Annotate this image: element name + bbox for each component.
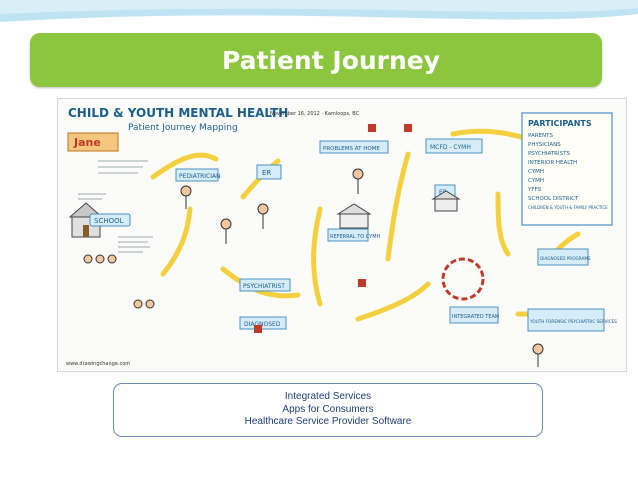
participant-item: CHILDREN & YOUTH & FAMILY PRACTICE — [528, 205, 608, 210]
participant-item: PARENTS — [528, 133, 553, 139]
stage-school-label: SCHOOL — [94, 217, 124, 225]
participant-item: CYMH — [528, 178, 544, 184]
slide-title-bar: Patient Journey — [30, 33, 602, 87]
stage-integrated-team: INTEGRATED TEAM — [452, 314, 499, 320]
cycle-loop-icon — [441, 257, 485, 301]
stage-mcfd: MCFD - CYMH — [430, 144, 471, 151]
stage-school — [89, 213, 131, 227]
people-icons — [83, 168, 544, 367]
stage-programs: DIAGNOSED PROGRAMS — [540, 256, 591, 261]
stage-boxes — [175, 138, 605, 332]
stage-pediatrician: PEDIATRICIAN — [179, 173, 221, 180]
building-icons — [336, 190, 461, 229]
journey-map-drawing: CHILD & YOUTH MENTAL HEALTH Patient Jour… — [66, 106, 617, 367]
journey-map-date: November 16, 2012 · Kamloops, BC — [270, 111, 360, 117]
caption-integrated-services: Integrated Services — [284, 391, 372, 403]
stage-psychiatrist: PSYCHIATRIST — [243, 283, 285, 290]
participants-box — [521, 112, 613, 226]
participant-item: INTERIOR HEALTH — [528, 160, 577, 166]
patient-name-box — [67, 132, 119, 152]
participants-title: PARTICIPANTS — [528, 119, 592, 128]
stage-referral: REFERRAL TO CYMH — [330, 234, 381, 240]
patient-name: Jane — [73, 136, 101, 149]
caption-provider-software: Healthcare Service Provider Software — [244, 416, 412, 428]
participant-item: CYMH — [528, 169, 544, 175]
slide-title: Patient Journey — [221, 45, 441, 75]
participant-item: PSYCHIATRISTS — [528, 151, 570, 157]
participants-list: PARENTS PHYSICIANS PSYCHIATRISTS INTERIO… — [527, 133, 608, 210]
journey-map-subheader: Patient Journey Mapping — [128, 123, 238, 133]
stage-forensic: YOUTH FORENSIC PSYCHIATRIC SERVICES — [529, 319, 617, 324]
journey-map-credit: www.drawingchange.com — [66, 361, 130, 367]
journey-map-header: CHILD & YOUTH MENTAL HEALTH — [68, 106, 288, 120]
stage-problems-home: PROBLEMS AT HOME — [323, 146, 380, 152]
participant-item: PHYSICIANS — [528, 142, 561, 148]
journey-arrows — [150, 128, 581, 322]
stage-diagnosed: DIAGNOSED — [244, 321, 281, 328]
participant-item: YFFS — [527, 187, 542, 193]
decorative-marks — [254, 124, 412, 333]
header-wave-icon — [0, 0, 638, 22]
notes — [78, 160, 153, 253]
patient-journey-map: CHILD & YOUTH MENTAL HEALTH Patient Jour… — [57, 98, 627, 372]
caption-apps-consumers: Apps for Consumers — [282, 403, 374, 415]
participant-item: SCHOOL DISTRICT — [528, 196, 579, 202]
caption-box: Integrated Services Apps for Consumers H… — [113, 383, 543, 437]
stage-er: ER — [262, 169, 271, 177]
